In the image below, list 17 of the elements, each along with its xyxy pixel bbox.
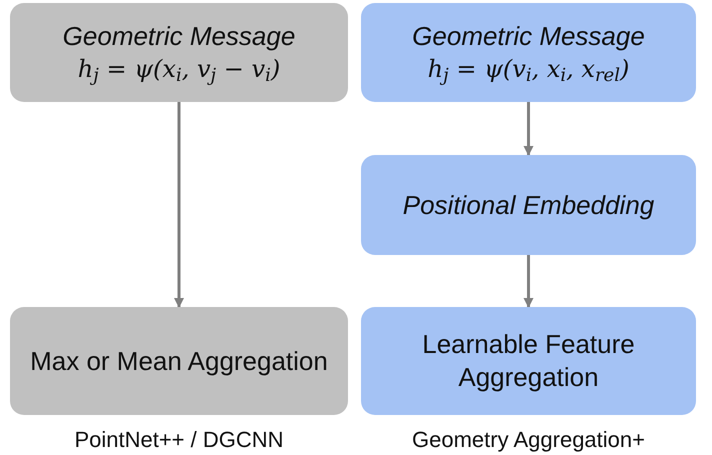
caption: PointNet++ / DGCNN [73, 426, 285, 454]
process-box [361, 307, 696, 415]
arrow [174, 102, 184, 308]
box-title: Positional Embedding [402, 188, 654, 222]
process-box [361, 155, 696, 255]
box-title: Max or Mean Aggregation [30, 344, 328, 378]
process-box [361, 3, 696, 102]
box-title: Geometric Message [62, 20, 296, 52]
arrow [524, 255, 534, 308]
process-box [10, 307, 348, 415]
arrow [524, 102, 534, 156]
box-title: Learnable Feature Aggregation [421, 328, 636, 394]
caption: Geometry Aggregation+ [411, 426, 646, 454]
box-title: Geometric Message [412, 20, 645, 52]
formula: h$_{j}$ = ψ(v$_{i}$, x$_{i}$, x$_{rel}$) [428, 54, 630, 86]
process-box [10, 3, 348, 102]
formula: h$_{j}$ = ψ(x$_{i}$, v$_{j}$ − v$_{i}$) [78, 54, 280, 86]
